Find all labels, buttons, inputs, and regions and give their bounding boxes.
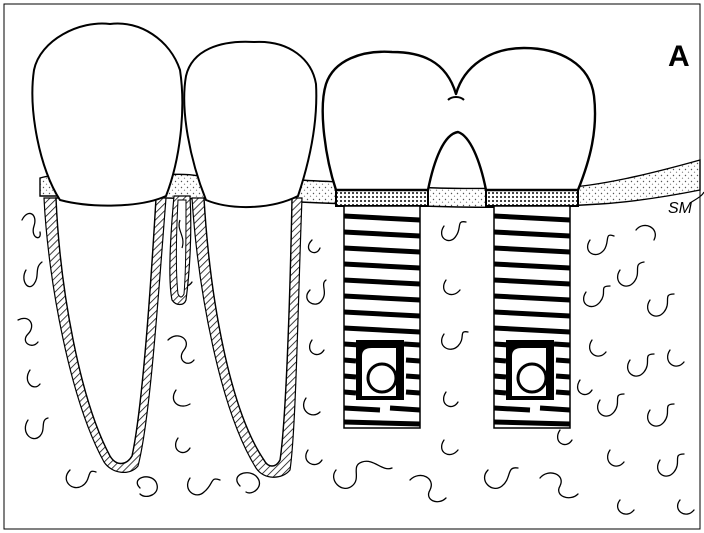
implant-hole-1 [368,364,396,392]
implant-1 [336,190,428,428]
implant-2 [486,190,578,428]
panel-label: A [668,40,690,73]
implant-collar-2 [486,190,578,206]
implant-hole-2 [518,364,546,392]
implant-collar-1 [336,190,428,206]
interdental-root-core [177,200,187,297]
tooth-crown-1 [32,23,182,205]
tooth-crown-2 [184,42,316,207]
soft-tissue-label: SM [668,200,693,217]
